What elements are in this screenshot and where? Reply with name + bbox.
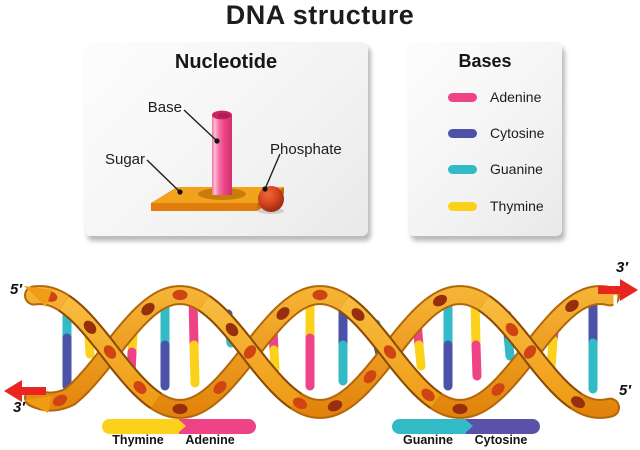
- legend-row-adenine: Adenine: [448, 89, 541, 105]
- pair-label-thymine: Thymine: [112, 433, 164, 447]
- pointer-lines: [146, 109, 281, 193]
- ribbon-dot: [213, 381, 227, 394]
- pair-gc-arrow: [465, 419, 473, 433]
- bases-panel: Bases Adenine Cytosine Guanine Thymine: [408, 42, 562, 236]
- dna-helix-illustration: [4, 279, 638, 419]
- legend-row-guanine: Guanine: [448, 161, 543, 177]
- thymine-label: Thymine: [490, 198, 544, 214]
- helix-ribbon-dots: [42, 289, 585, 415]
- base-pair-rod-bottom: [414, 340, 426, 371]
- ribbon-dot-crossing: [383, 345, 397, 359]
- ribbon-dot: [565, 299, 579, 313]
- ribbon-dot: [327, 400, 343, 412]
- ribbon-dot: [363, 370, 377, 384]
- ribbon-dot: [491, 383, 505, 396]
- ribbon-dot: [312, 289, 328, 301]
- page-title: DNA structure: [225, 0, 415, 30]
- legend-row-thymine: Thymine: [448, 198, 544, 214]
- nucleotide-panel: Nucleotide: [84, 42, 368, 236]
- base-pair-rod-bottom: [189, 340, 200, 388]
- base-cylinder: [212, 115, 232, 195]
- pair-ta-right-half: [179, 419, 256, 434]
- adenine-swatch: [448, 92, 477, 102]
- thymine-swatch: [448, 201, 477, 211]
- ribbon-dot: [225, 322, 239, 337]
- phosphate-sphere: [258, 186, 284, 212]
- ribbon-dot: [172, 403, 188, 415]
- ribbon-dot: [505, 322, 519, 337]
- bases-panel-title: Bases: [458, 51, 512, 71]
- sugar-slab-front: [151, 203, 257, 211]
- end-label-3-left: 3′: [13, 399, 25, 416]
- guanine-swatch: [448, 164, 477, 174]
- base-pair-rod-bottom: [471, 340, 482, 381]
- nucleotide-illustration: [146, 109, 284, 214]
- ribbon-dot-crossing: [243, 345, 257, 359]
- ribbon-dot: [452, 403, 468, 415]
- ribbon-dot: [133, 381, 147, 394]
- cytosine-label: Cytosine: [490, 125, 545, 141]
- pair-gc-left-half: [392, 419, 466, 434]
- phosphate-label: Phosphate: [270, 141, 342, 158]
- pair-thymine-adenine: [102, 419, 256, 434]
- pair-gc-right-half: [466, 419, 540, 434]
- ribbon-tail-tip-bottom-left: [24, 396, 52, 413]
- ribbon-dot: [421, 388, 435, 402]
- base-pair-rod-bottom: [504, 335, 515, 361]
- ribbon-dot: [83, 320, 97, 334]
- ribbon-dot: [432, 294, 448, 307]
- base-label: Base: [147, 99, 182, 116]
- end-label-5-left: 5′: [10, 281, 22, 298]
- base-pair-rod-bottom: [269, 345, 280, 374]
- guanine-label: Guanine: [490, 161, 543, 177]
- pair-ta-left-half: [102, 419, 179, 434]
- adenine-label: Adenine: [490, 89, 542, 105]
- pair-ta-arrow: [178, 419, 186, 433]
- pair-label-cytosine: Cytosine: [474, 433, 528, 447]
- pair-guanine-cytosine: [392, 419, 540, 434]
- ribbon-dot: [351, 308, 365, 321]
- cytosine-swatch: [448, 128, 477, 138]
- arrow-left-icon: [4, 380, 46, 402]
- ribbon-tail-tip-top-left: [24, 286, 52, 307]
- ribbon-dot: [571, 396, 585, 409]
- ribbon-dot: [141, 302, 155, 316]
- base-cylinder-top-inner: [218, 113, 230, 119]
- legend-row-cytosine: Cytosine: [448, 125, 544, 141]
- sugar-label: Sugar: [104, 151, 145, 168]
- arrow-right-icon: [598, 279, 638, 301]
- ribbon-dot: [52, 394, 68, 407]
- pair-label-guanine: Guanine: [402, 433, 453, 447]
- length-marker-line: [613, 295, 617, 386]
- ribbon-dot: [292, 397, 308, 410]
- ribbon-dot-crossing: [103, 345, 117, 359]
- ribbon-dot: [172, 289, 188, 301]
- end-label-5-right: 5′: [619, 382, 631, 399]
- ribbon-dot: [276, 307, 290, 320]
- ribbon-dot-crossing: [523, 345, 537, 359]
- pair-label-adenine: Adenine: [185, 433, 235, 447]
- end-label-3-right: 3′: [616, 259, 628, 276]
- nucleotide-panel-title: Nucleotide: [174, 51, 278, 73]
- pointer-dots: [177, 138, 268, 195]
